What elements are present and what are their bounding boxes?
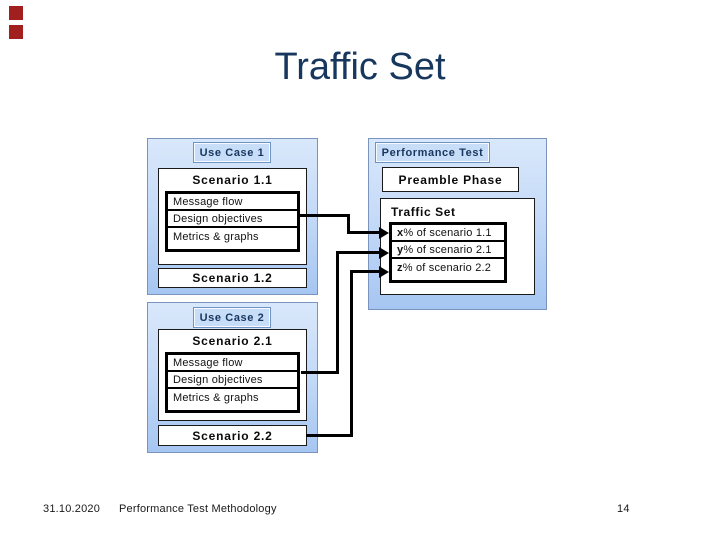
- performance-test-label: Performance Test: [375, 142, 490, 163]
- scenario-1-2-box: Scenario 1.2: [158, 268, 307, 288]
- row-text: % of scenario 2.2: [402, 261, 492, 274]
- list-item: Metrics & graphs: [173, 391, 259, 404]
- row-prefix: z: [397, 261, 403, 274]
- preamble-phase-box: Preamble Phase: [382, 167, 519, 192]
- page-title: Traffic Set: [274, 46, 446, 88]
- row-prefix: y: [397, 243, 404, 256]
- list-item: Design objectives: [168, 372, 297, 389]
- arrowhead-icon: [379, 226, 389, 239]
- connector-scenario22: [350, 270, 380, 273]
- red-square-marker: [9, 6, 23, 20]
- scenario-1-1-title: Scenario 1.1: [192, 173, 273, 187]
- list-item: z% of scenario 2.2: [392, 259, 504, 276]
- page-number: 14: [617, 503, 630, 515]
- arrowhead-icon: [379, 246, 389, 259]
- preamble-phase-title: Preamble Phase: [398, 172, 503, 187]
- use-case-2-label: Use Case 2: [193, 307, 271, 328]
- connector-scenario22: [306, 434, 353, 437]
- list-item: Metrics & graphs: [173, 230, 259, 243]
- scenario-1-2-title: Scenario 1.2: [192, 271, 273, 285]
- row-prefix: x: [397, 226, 404, 239]
- connector-scenario22: [350, 270, 353, 437]
- list-item: x% of scenario 1.1: [392, 225, 504, 242]
- connector-scenario11: [347, 231, 380, 234]
- list-item: y% of scenario 2.1: [392, 242, 504, 259]
- list-item: Message flow: [168, 194, 297, 211]
- scenario-2-1-steps-box: Message flow Design objectives Metrics &…: [165, 352, 300, 413]
- connector-scenario11: [300, 214, 350, 217]
- footer-date: 31.10.2020: [43, 503, 101, 515]
- connector-scenario21: [301, 371, 339, 374]
- footer-subtitle: Performance Test Methodology: [119, 503, 277, 515]
- scenario-2-2-title: Scenario 2.2: [192, 428, 273, 443]
- connector-scenario21: [336, 251, 339, 374]
- connector-scenario21: [336, 251, 380, 254]
- row-text: % of scenario 1.1: [403, 226, 492, 239]
- traffic-set-rows-box: x% of scenario 1.1 y% of scenario 2.1 z%…: [389, 222, 507, 283]
- scenario-2-1-title: Scenario 2.1: [192, 334, 273, 348]
- connector-scenario11: [347, 214, 350, 234]
- red-square-marker: [9, 25, 23, 39]
- row-text: % of scenario 2.1: [403, 243, 492, 256]
- scenario-1-1-steps-box: Message flow Design objectives Metrics &…: [165, 191, 300, 252]
- list-item: Design objectives: [168, 211, 297, 228]
- traffic-set-title: Traffic Set: [391, 205, 456, 219]
- scenario-2-2-box: Scenario 2.2: [158, 425, 307, 446]
- arrowhead-icon: [379, 265, 389, 278]
- list-item: Message flow: [168, 355, 297, 372]
- use-case-1-label: Use Case 1: [193, 142, 271, 163]
